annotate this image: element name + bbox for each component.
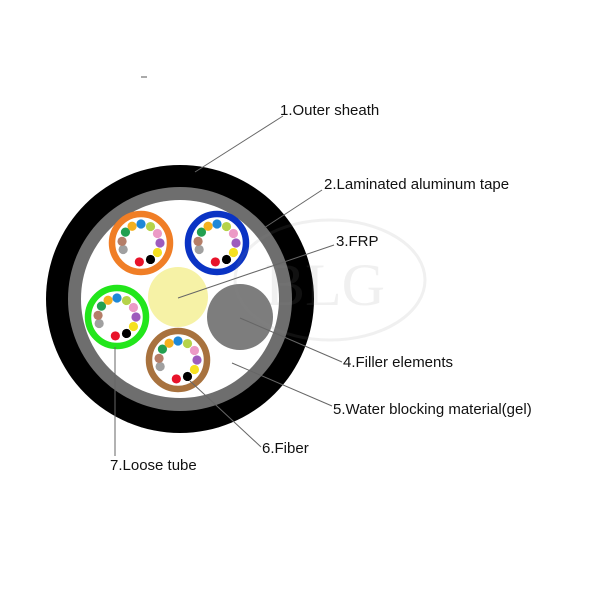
fiber	[131, 312, 141, 322]
watermark: BLG	[233, 218, 427, 342]
fiber	[155, 361, 165, 372]
fiber	[94, 318, 104, 329]
leader-line-outer-sheath	[194, 115, 284, 173]
fiber	[221, 221, 232, 232]
fiber	[228, 228, 239, 239]
filler-element	[207, 284, 273, 350]
fiber	[127, 221, 137, 231]
label-aluminum-tape: 2.Laminated aluminum tape	[324, 176, 509, 193]
fiber	[231, 238, 241, 248]
fiber	[210, 257, 220, 267]
fiber	[121, 328, 132, 339]
fiber	[121, 295, 132, 306]
watermark-text: BLG	[265, 252, 385, 318]
fiber	[118, 244, 128, 255]
fiber	[134, 257, 144, 267]
fiber	[128, 302, 139, 313]
fiber	[120, 227, 131, 237]
fiber	[152, 247, 163, 258]
label-outer-sheath: 1.Outer sheath	[280, 102, 379, 119]
fiber	[128, 321, 139, 332]
leader-line-filler	[239, 317, 343, 363]
fiber	[136, 219, 146, 229]
fiber	[164, 338, 174, 348]
fiber	[154, 353, 164, 363]
fiber	[152, 228, 163, 239]
fiber	[182, 371, 193, 382]
fiber	[228, 247, 239, 258]
label-filler: 4.Filler elements	[343, 354, 453, 371]
leader-line-aluminum-tape	[263, 189, 323, 229]
leader-line-frp	[177, 244, 335, 299]
fiber	[189, 364, 200, 375]
fiber	[112, 293, 122, 303]
fiber	[203, 221, 213, 231]
frp-core	[148, 267, 208, 327]
fiber	[110, 331, 120, 341]
fiber	[171, 374, 181, 384]
fiber	[157, 344, 168, 354]
loose-tubes	[84, 210, 250, 393]
fiber	[117, 236, 127, 246]
leader-line-gel	[231, 362, 333, 407]
fiber	[193, 236, 203, 246]
leader-line-fiber	[189, 380, 262, 448]
fiber	[93, 310, 103, 320]
fiber	[192, 355, 202, 365]
label-frp: 3.FRP	[336, 233, 379, 250]
fiber	[145, 254, 156, 265]
fiber	[212, 219, 222, 229]
fiber	[194, 244, 204, 255]
label-fiber: 6.Fiber	[262, 440, 309, 457]
fiber	[196, 227, 207, 237]
fiber	[221, 254, 232, 265]
fiber	[145, 221, 156, 232]
fiber	[189, 345, 200, 356]
fiber	[103, 295, 113, 305]
label-gel: 5.Water blocking material(gel)	[333, 401, 532, 418]
label-loose-tube: 7.Loose tube	[110, 457, 197, 474]
fiber	[173, 336, 183, 346]
fiber	[155, 238, 165, 248]
fiber	[96, 301, 107, 311]
fiber	[182, 338, 193, 349]
